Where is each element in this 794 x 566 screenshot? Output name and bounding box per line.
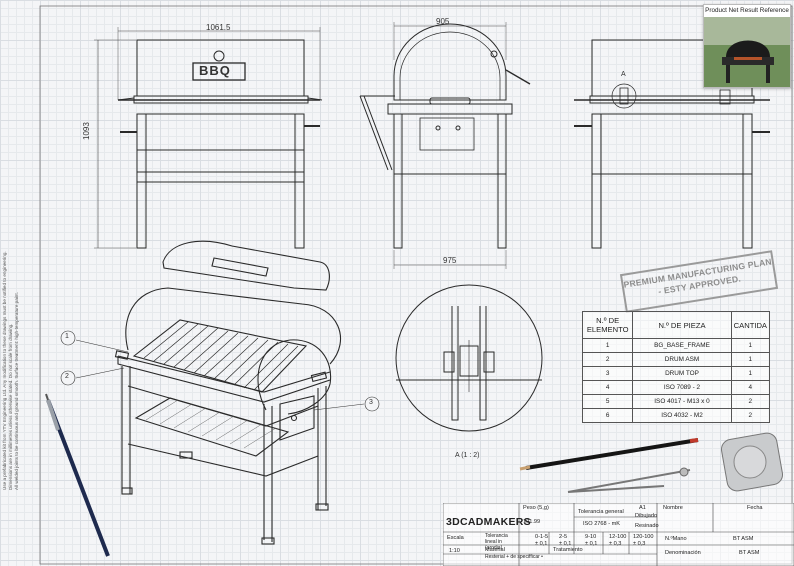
table-header-row: N.º DE ELEMENTO N.º DE PIEZA CANTIDA — [581, 311, 771, 339]
plano-value: BT ASM — [733, 536, 754, 542]
callout-1: 1 — [65, 333, 69, 340]
cell: DRUM ASM — [632, 352, 732, 367]
photo-caption: Product Net Result Reference — [705, 7, 789, 14]
bbq-badge: BBQ — [199, 63, 231, 78]
denominacion-label: Denominación — [665, 550, 701, 556]
plano-label: N.ºMano — [665, 536, 687, 542]
fecha-label: Fecha — [747, 505, 763, 511]
range-2: 9-10 — [585, 534, 597, 540]
cell: DRUM TOP — [632, 366, 732, 381]
revisado-label: Resinado — [635, 523, 659, 529]
product-photo: Product Net Result Reference — [703, 4, 791, 88]
tol-3: ± 0,3 — [609, 541, 622, 547]
dim-side-width: 905 — [436, 17, 450, 26]
tol-4: ± 0,3 — [633, 541, 646, 547]
material-label: Material — [485, 547, 505, 553]
cell: 2 — [730, 408, 771, 423]
brand-logo: 3DCADMAKERS — [446, 516, 531, 528]
cell: 1 — [730, 338, 771, 353]
tratamiento-label: Tratamiento — [553, 547, 583, 553]
tol-1: ± 0,1 — [559, 541, 572, 547]
cell: ISO 4032 - M2 — [632, 408, 732, 423]
cell: 1 — [730, 352, 771, 367]
tol-lineal: Tolerancia lineal in (arodia) — [485, 533, 508, 551]
dim-side-base: 975 — [443, 256, 457, 265]
front-view — [94, 27, 323, 249]
title-block: 3DCADMAKERS Peso (5,g) 101.99 Tolerancia… — [443, 503, 794, 566]
callout-2: 2 — [65, 373, 69, 380]
range-3: 12-100 — [609, 534, 627, 540]
cell: 4 — [730, 380, 771, 395]
callout-3: 3 — [369, 399, 373, 406]
tol-0: ± 0,1 — [535, 541, 548, 547]
nombre-label: Nombre — [663, 505, 683, 511]
col-element: N.º DE ELEMENTO — [581, 311, 634, 339]
cell: ISO 7089 - 2 — [632, 380, 732, 395]
detail-a — [395, 284, 543, 432]
cell: 2 — [730, 394, 771, 409]
cell: 4 — [581, 380, 634, 395]
range-1: 2-5 — [559, 534, 568, 540]
iso-standard: ISO 2768 - mK — [583, 521, 620, 527]
escala-value: 1:10 — [449, 548, 460, 554]
sheet-border — [39, 5, 793, 565]
cell: 2 — [581, 352, 634, 367]
drawing-tools — [45, 393, 784, 557]
escala-label: Escala — [447, 535, 464, 541]
range-0: 0-1-5 — [535, 534, 549, 540]
weight-label: Peso (5,g) — [523, 505, 549, 511]
isometric-view — [114, 240, 341, 545]
dim-front-height: 1093 — [82, 122, 91, 140]
denominacion-value: BT ASM — [739, 550, 760, 556]
callout-leaders — [60, 330, 380, 412]
range-4: 120-100 — [633, 534, 654, 540]
sheet-size: A1 — [639, 505, 646, 511]
right-view — [574, 39, 770, 249]
col-part: N.º DE PIEZA — [632, 311, 732, 339]
cell: 5 — [581, 394, 634, 409]
cell: 1 — [730, 366, 771, 381]
cell: 3 — [581, 366, 634, 381]
col-qty: CANTIDA — [730, 311, 771, 339]
cell: 1 — [581, 338, 634, 353]
tol-general: Tolerancia general — [578, 509, 624, 515]
side-view — [359, 22, 531, 269]
material-note: Resterial + de specifficar • — [485, 554, 543, 560]
dim-front-width: 1061.5 — [206, 23, 231, 32]
dibujado-label: Dibujado — [635, 513, 658, 519]
tol-2: ± 0,1 — [585, 541, 598, 547]
weight-value: 101.99 — [523, 519, 541, 525]
cell: BG_BASE_FRAME — [632, 338, 732, 353]
detail-a-caption: A (1 : 2) — [455, 452, 480, 459]
detail-a-marker: A — [621, 71, 626, 78]
cell: ISO 4017 - M13 x 0 — [632, 394, 732, 409]
grill-photo-icon — [704, 17, 790, 87]
cell: 6 — [581, 408, 634, 423]
